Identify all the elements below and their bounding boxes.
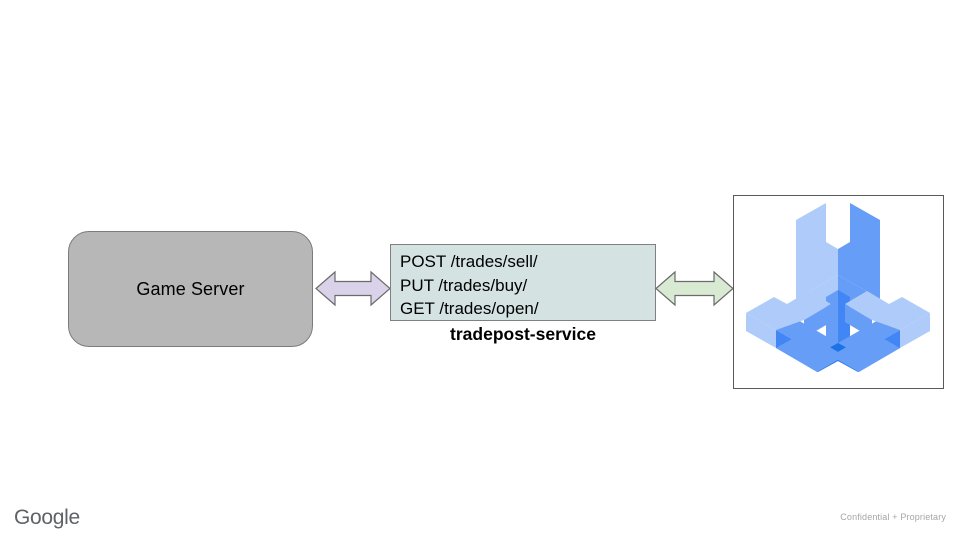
confidential-proprietary-note: Confidential + Proprietary [840, 512, 946, 522]
node-game-server-label: Game Server [136, 278, 245, 299]
double-headed-arrow-icon [315, 270, 391, 307]
connector-game-server-to-tradepost-service[interactable] [315, 269, 391, 308]
endpoint-row: GET /trades/open/ [400, 299, 539, 318]
connector-tradepost-service-to-tool[interactable] [655, 269, 734, 308]
double-headed-arrow-icon [655, 270, 734, 307]
endpoint-row: PUT /trades/buy/ [400, 275, 528, 295]
google-wordmark-icon: Google [14, 506, 80, 529]
node-game-server[interactable]: Game Server [68, 231, 313, 347]
node-tool-logo-panel[interactable] [733, 195, 944, 389]
node-tradepost-service[interactable]: POST /trades/sell/ PUT /trades/buy/ GET … [390, 244, 656, 321]
endpoint-row: POST /trades/sell/ [400, 252, 538, 271]
cloud-code-wrench-icon [746, 203, 930, 372]
svg-text:Google: Google [14, 506, 80, 529]
node-tradepost-service-caption: tradepost-service [450, 324, 596, 344]
google-logo: Google [14, 505, 96, 531]
